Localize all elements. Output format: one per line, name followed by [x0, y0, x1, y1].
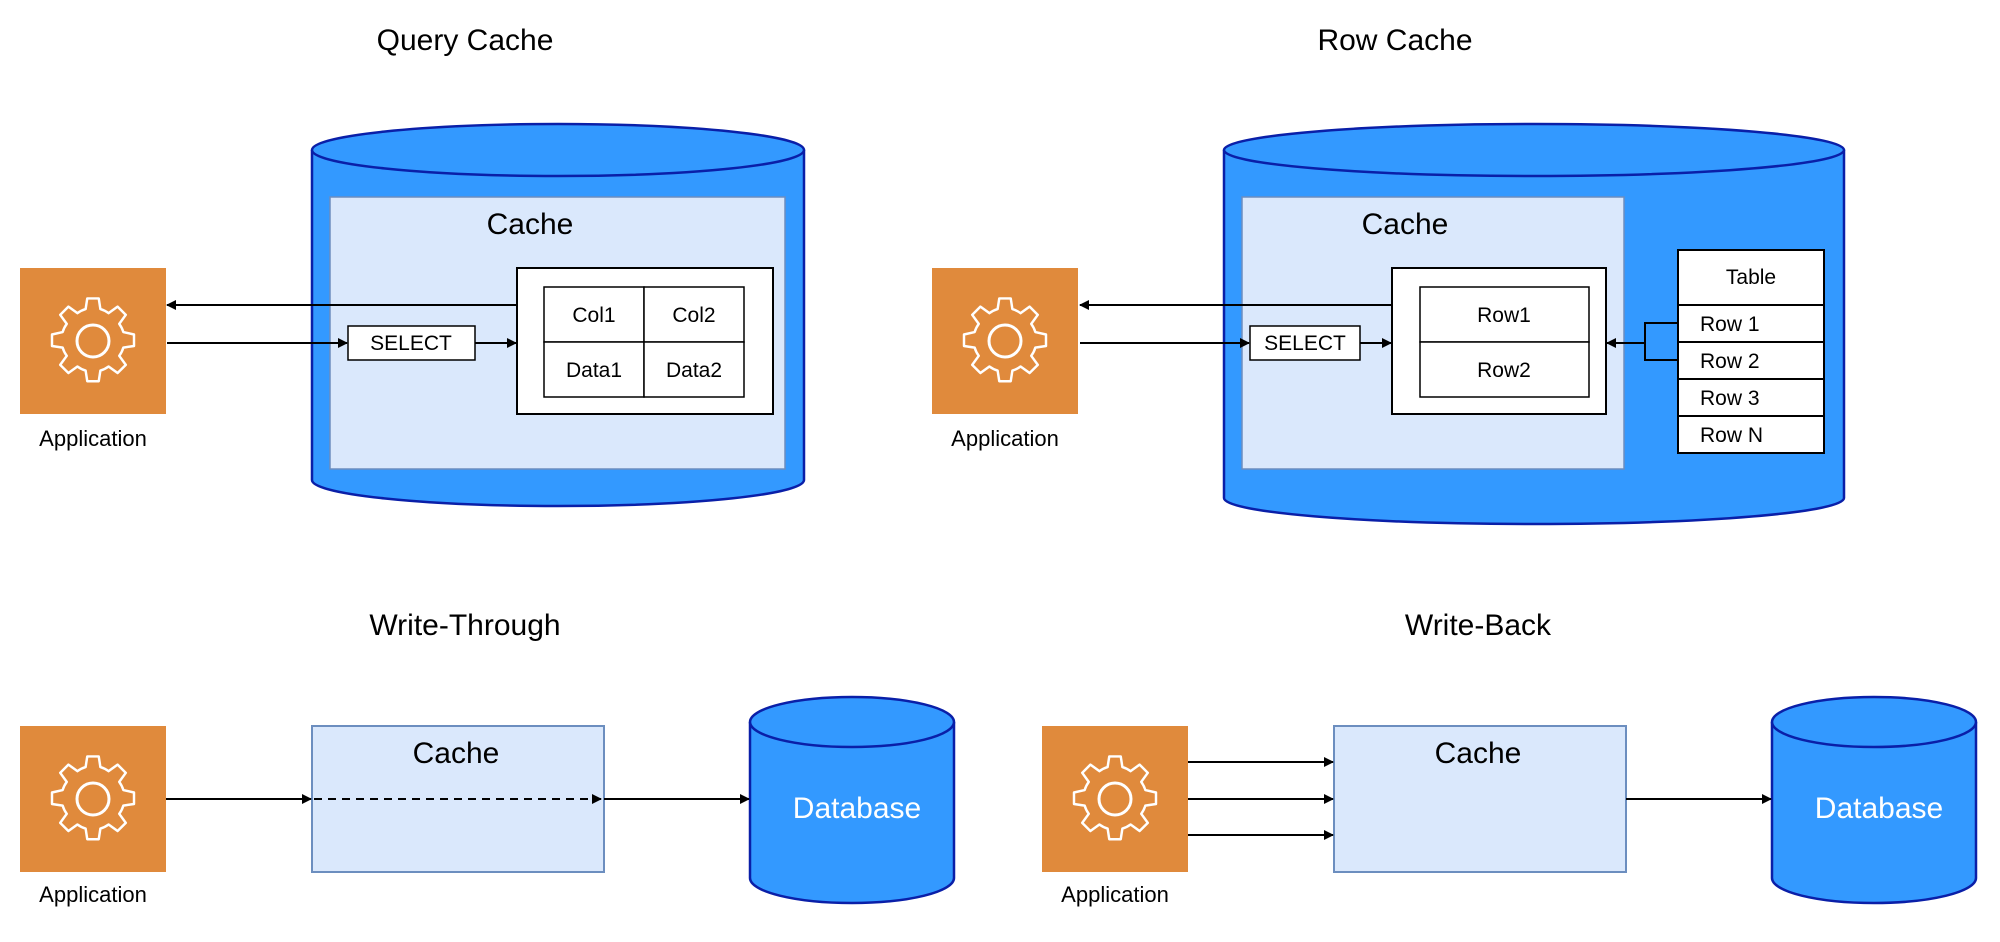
- source-table: Table Row 1 Row 2 Row 3 Row N: [1677, 249, 1825, 454]
- write-back-db-label: Database: [1815, 792, 1943, 825]
- cached-row-2: Row2: [1477, 359, 1531, 382]
- write-through-title: Write-Through: [369, 609, 560, 642]
- write-through-cache-label: Cache: [413, 737, 500, 770]
- row-select-label: SELECT: [1264, 332, 1346, 355]
- write-back-cache: [1333, 725, 1627, 873]
- write-through-db-label: Database: [793, 792, 921, 825]
- row-cache-label: Cache: [1362, 208, 1449, 241]
- source-table-header: Table: [1726, 266, 1776, 289]
- source-table-row-1: Row 1: [1700, 313, 1760, 336]
- row-select-box: [1249, 325, 1361, 361]
- table-header-col2: Col2: [672, 304, 715, 327]
- write-through-section: Write-Through Cache Database Application: [20, 609, 956, 907]
- source-table-row-3: Row 3: [1700, 387, 1760, 410]
- row-application-label: Application: [951, 426, 1059, 451]
- query-application-label: Application: [39, 426, 147, 451]
- query-cache-title: Query Cache: [377, 24, 554, 57]
- row-cache-section: Row Cache Cache Row1 Row2 SELECT Table R…: [932, 24, 1846, 526]
- gear-icon: [50, 297, 136, 383]
- write-back-title: Write-Back: [1405, 609, 1552, 642]
- write-through-database: Database: [748, 695, 956, 905]
- query-select-box: [347, 325, 476, 361]
- query-cache-label: Cache: [487, 208, 574, 241]
- write-back-cache-label: Cache: [1435, 737, 1522, 770]
- query-select-label: SELECT: [370, 332, 452, 355]
- cached-row-1-box: [1419, 286, 1590, 343]
- write-through-application: Application: [20, 726, 166, 907]
- gear-icon: [962, 297, 1048, 383]
- write-through-application-label: Application: [39, 882, 147, 907]
- source-table-row-n: Row N: [1700, 424, 1763, 447]
- gear-icon: [50, 755, 136, 841]
- write-back-application: Application: [1042, 726, 1188, 907]
- write-back-database: Database: [1770, 695, 1978, 905]
- table-cell-data2: Data2: [666, 359, 722, 382]
- source-table-row-2: Row 2: [1700, 350, 1760, 373]
- gear-icon: [1072, 755, 1158, 841]
- table-cell-data1: Data1: [566, 359, 622, 382]
- table-header-col1: Col1: [572, 304, 615, 327]
- cached-row-2-box: [1419, 341, 1590, 398]
- write-back-application-label: Application: [1061, 882, 1169, 907]
- cached-row-1: Row1: [1477, 304, 1531, 327]
- query-result-table: Col1 Col2 Data1 Data2: [543, 286, 745, 398]
- query-application: Application: [20, 268, 166, 451]
- row-cache-title: Row Cache: [1317, 24, 1472, 57]
- row-fetch-bracket: [1644, 322, 1678, 361]
- write-back-section: Write-Back Cache Database Application: [1042, 609, 1978, 907]
- row-application: Application: [932, 268, 1078, 451]
- query-cache-section: Query Cache Cache Col1 Col2 Data1 Data2 …: [20, 24, 806, 508]
